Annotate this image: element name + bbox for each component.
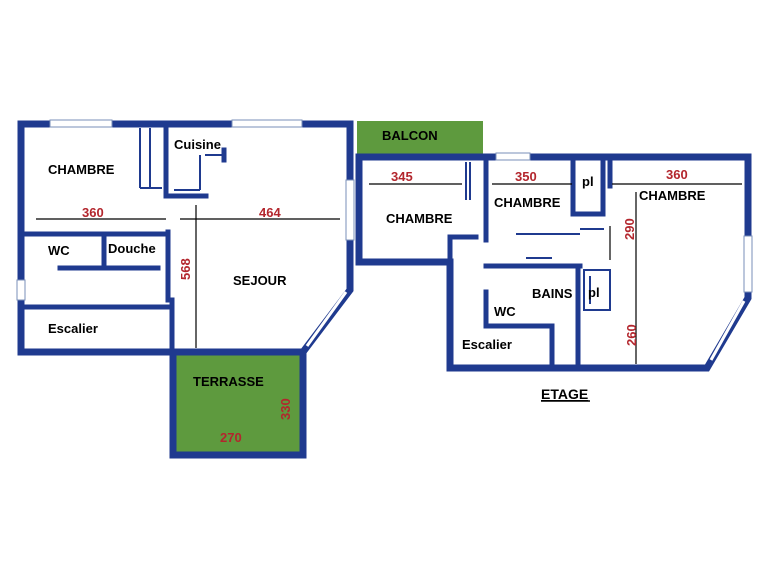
room-label-chambre: CHAMBRE xyxy=(48,162,115,177)
window xyxy=(743,235,753,293)
room-label-escalier: Escalier xyxy=(48,321,98,336)
window xyxy=(305,291,348,347)
terrasse-area xyxy=(173,354,302,454)
dimension-label: 290 xyxy=(622,218,637,240)
dimension-label: 360 xyxy=(666,167,688,182)
room-label-wc: WC xyxy=(48,243,70,258)
room-label-douche: Douche xyxy=(108,241,156,256)
room-label-wc: WC xyxy=(494,304,516,319)
dimension-label: 330 xyxy=(278,398,293,420)
pl-wall xyxy=(570,157,606,217)
window xyxy=(495,152,531,161)
dimension-label: 270 xyxy=(220,430,242,445)
balcon-area xyxy=(357,121,483,154)
room-label-pl: pl xyxy=(582,174,594,189)
floor-title: ETAGE xyxy=(541,386,588,402)
window xyxy=(345,179,355,241)
room-label-escalier: Escalier xyxy=(462,337,512,352)
dimension-label: 260 xyxy=(624,324,639,346)
room-label-sejour: SEJOUR xyxy=(233,273,287,288)
dimension-label: 568 xyxy=(178,258,193,280)
room-label-pl: pl xyxy=(588,285,600,300)
room-label-terrasse: TERRASSE xyxy=(193,374,264,389)
room-label-bains: BAINS xyxy=(532,286,573,301)
room-label-chambre: CHAMBRE xyxy=(639,188,706,203)
bains-fixture xyxy=(583,269,611,311)
dimension-label: 464 xyxy=(259,205,281,220)
dimension-label: 350 xyxy=(515,169,537,184)
dimension-label: 345 xyxy=(391,169,413,184)
room-label-cuisine: Cuisine xyxy=(174,137,221,152)
cuisine-wall xyxy=(163,121,209,199)
window xyxy=(16,279,26,301)
room-label-chambre: CHAMBRE xyxy=(494,195,561,210)
window xyxy=(709,300,746,361)
room-label-balcon: BALCON xyxy=(382,128,438,143)
room-label-chambre: CHAMBRE xyxy=(386,211,453,226)
window xyxy=(231,119,303,128)
dimension-label: 360 xyxy=(82,205,104,220)
terrasse-wall xyxy=(169,348,307,459)
left-outer-wall xyxy=(17,120,354,356)
window xyxy=(49,119,113,128)
